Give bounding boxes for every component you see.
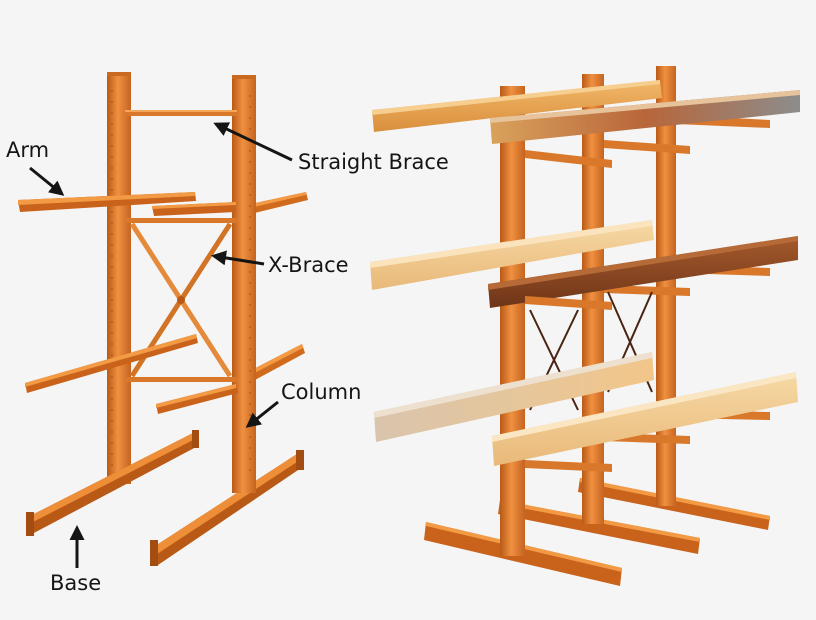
label-column: Column xyxy=(281,380,362,404)
callout-arrows xyxy=(29,122,293,568)
straight-brace-arrow-icon xyxy=(213,122,293,162)
label-base: Base xyxy=(50,571,102,595)
base-back xyxy=(150,450,304,566)
left-rack xyxy=(18,72,308,566)
right-rack xyxy=(370,66,800,586)
arm-front-upper-left xyxy=(18,192,196,212)
label-straight-brace: Straight Brace xyxy=(298,150,449,174)
label-arm: Arm xyxy=(6,138,50,162)
arm-front-lower-left xyxy=(25,334,198,393)
arm-front-upper-right xyxy=(152,202,236,216)
x-brace-arrow-icon xyxy=(211,250,265,266)
rack-column-middle xyxy=(582,74,604,524)
rack-column-front xyxy=(500,86,525,556)
rack-column-rear xyxy=(656,66,676,506)
arm-front-lower-right xyxy=(156,384,238,414)
lumber-middle-right xyxy=(488,236,798,308)
label-x-brace: X-Brace xyxy=(268,253,349,277)
straight-brace-top xyxy=(125,110,237,116)
column-arrow-icon xyxy=(245,400,279,428)
lumber-bottom-left xyxy=(374,352,654,442)
lumber-middle-left xyxy=(370,220,654,290)
arm-arrow-icon xyxy=(29,166,65,196)
column-left xyxy=(107,72,131,484)
base-front xyxy=(26,430,199,536)
lumber-top-right xyxy=(490,90,800,144)
lumber-top-left xyxy=(372,80,662,132)
lumber-bottom-right xyxy=(492,372,798,466)
